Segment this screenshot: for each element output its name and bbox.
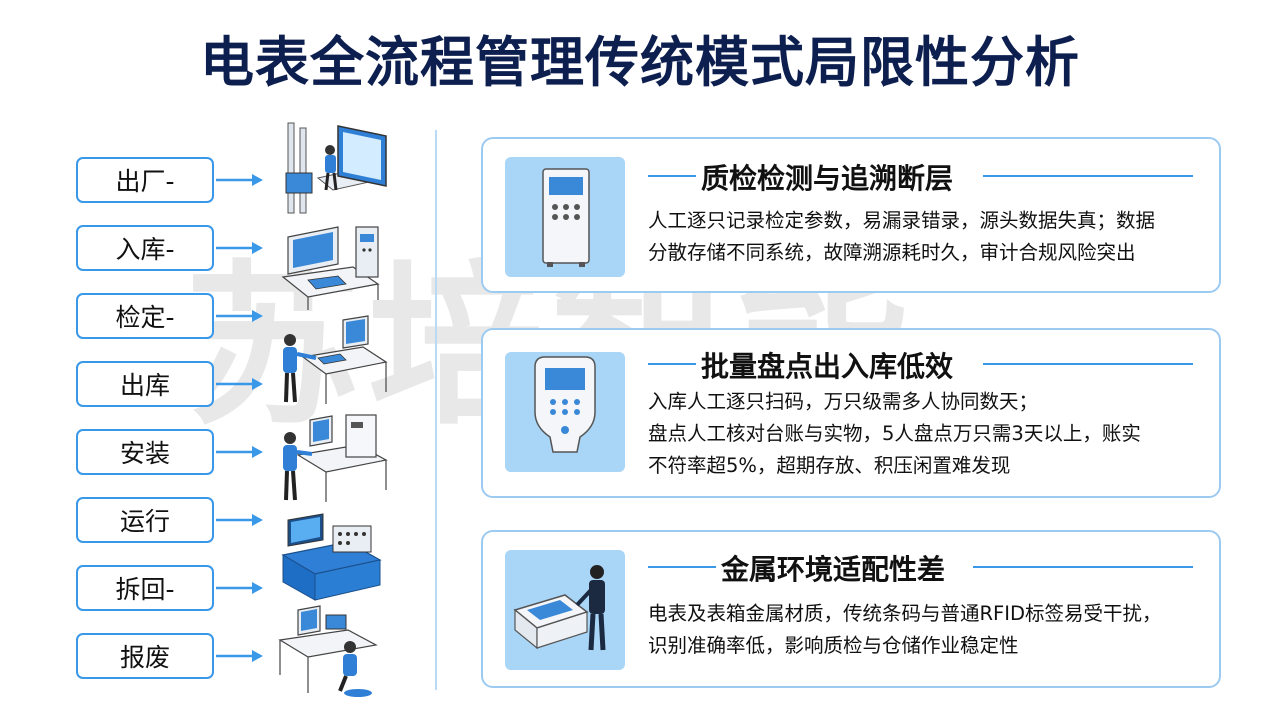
arrow-right-icon — [216, 446, 263, 458]
arrow-right-icon — [216, 514, 263, 526]
card-line: 不符率超5%，超期存放、积压闲置难发现 — [648, 454, 1011, 477]
card-title: 批量盘点出入库低效 — [701, 350, 954, 383]
card-description: 入库人工逐只扫码，万只级需多人协同数天； 盘点人工核对台账与实物，5人盘点万只需… — [648, 386, 1141, 482]
card-title: 金属环境适配性差 — [721, 553, 946, 586]
arrow-right-icon — [216, 650, 263, 662]
office-desk-worker-icon — [278, 605, 378, 697]
card-line: 电表及表箱金属材质，传统条码与普通RFID标签易受干扰， — [648, 602, 1162, 625]
title-rule-left — [648, 566, 716, 568]
card-line: 盘点人工核对台账与实物，5人盘点万只需3天以上，账实 — [648, 422, 1141, 445]
arrow-right-icon — [216, 310, 263, 322]
meter-cabinet-icon — [505, 157, 625, 277]
card-quality-traceability: 质检检测与追溯断层 人工逐只记录检定参数，易漏录错录，源头数据失真；数据 分散存… — [481, 137, 1221, 293]
card-metal-environment: 金属环境适配性差 电表及表箱金属材质，传统条码与普通RFID标签易受干扰， 识别… — [481, 530, 1221, 688]
card-line: 识别准确率低，影响质检与仓储作业稳定性 — [648, 634, 1019, 657]
arrow-right-icon — [216, 242, 263, 254]
card-line: 分散存储不同系统，故障溯源耗时久，审计合规风险突出 — [648, 241, 1136, 264]
page-title: 电表全流程管理传统模式局限性分析 — [200, 31, 1080, 94]
card-title: 质检检测与追溯断层 — [701, 162, 954, 195]
worker-at-desk-icon — [283, 315, 388, 404]
card-inventory-efficiency: 批量盘点出入库低效 入库人工逐只扫码，万只级需多人协同数天； 盘点人工核对台账与… — [481, 328, 1221, 498]
stage-installation: 安装 — [76, 429, 214, 475]
arrow-right-icon — [216, 378, 263, 390]
card-description: 人工逐只记录检定参数，易漏录错录，源头数据失真；数据 分散存储不同系统，故障溯源… — [648, 205, 1155, 269]
stage-warehouse-in: 入库- — [76, 225, 214, 271]
arrow-right-icon — [216, 174, 263, 186]
stage-scrap: 报废 — [76, 633, 214, 679]
reader-device-worker-icon — [505, 550, 625, 670]
stage-factory: 出厂- — [76, 157, 214, 203]
stage-verification: 检定- — [76, 293, 214, 339]
warehouse-computer-station-icon — [281, 226, 380, 310]
factory-production-line-icon — [285, 122, 387, 214]
technician-install-icon — [283, 414, 388, 502]
control-console-icon — [281, 513, 382, 601]
stage-warehouse-out: 出库 — [76, 361, 214, 407]
title-rule-right — [973, 566, 1193, 568]
stage-operation: 运行 — [76, 497, 214, 543]
title-rule-left — [648, 175, 696, 177]
arrow-right-icon — [216, 582, 263, 594]
title-rule-right — [983, 175, 1193, 177]
handheld-scanner-icon — [505, 352, 625, 472]
card-line: 人工逐只记录检定参数，易漏录错录，源头数据失真；数据 — [648, 209, 1156, 232]
title-rule-left — [648, 363, 696, 365]
title-rule-right — [983, 363, 1193, 365]
column-divider — [435, 130, 437, 690]
card-description: 电表及表箱金属材质，传统条码与普通RFID标签易受干扰， 识别准确率低，影响质检… — [648, 598, 1162, 662]
card-line: 入库人工逐只扫码，万只级需多人协同数天； — [648, 390, 1039, 413]
stage-return: 拆回- — [76, 565, 214, 611]
